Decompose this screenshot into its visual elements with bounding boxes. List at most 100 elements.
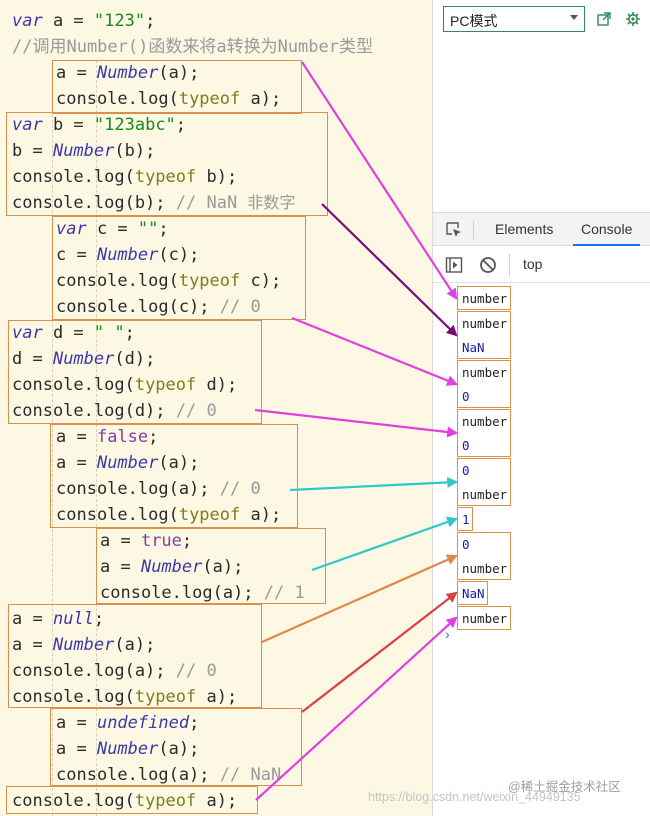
code-token: // 0 — [219, 297, 261, 317]
code-line: console.log(a); // 0 — [56, 476, 261, 502]
code-block-box — [50, 424, 298, 528]
code-token: a = — [56, 739, 97, 759]
popout-icon[interactable] — [596, 11, 612, 27]
inspect-element-icon[interactable] — [445, 221, 463, 239]
code-token: ; — [148, 427, 159, 447]
mode-select[interactable]: PC模式 — [443, 6, 585, 32]
code-line: console.log(typeof a); — [56, 502, 281, 528]
code-token: " " — [93, 323, 125, 343]
code-token: //调用Number()函数来将a转换为Number类型 — [12, 37, 373, 57]
console-log-value: number — [462, 611, 508, 626]
code-token: null — [52, 609, 94, 629]
console-log-group: NaN — [457, 581, 488, 605]
code-token: typeof — [178, 271, 241, 291]
code-token: typeof — [178, 89, 241, 109]
code-token: typeof — [134, 375, 197, 395]
console-prompt[interactable]: › — [445, 626, 450, 642]
code-token: Number — [96, 739, 159, 759]
code-block-box — [96, 528, 326, 604]
code-token: console.log(b); — [12, 193, 176, 213]
code-line: //调用Number()函数来将a转换为Number类型 — [12, 34, 373, 60]
code-token: (a); — [202, 557, 244, 577]
code-token: "" — [137, 219, 159, 239]
code-line: console.log(typeof a); — [56, 86, 281, 112]
code-line: a = null; — [12, 606, 104, 632]
console-log-value: number — [462, 316, 508, 331]
code-token: "123" — [93, 11, 146, 31]
code-line: console.log(d); // 0 — [12, 398, 217, 424]
code-line: var b = "123abc"; — [12, 112, 186, 138]
code-token: typeof — [134, 791, 197, 811]
code-token: console.log( — [12, 375, 135, 395]
code-token: Number — [140, 557, 203, 577]
tab-console[interactable]: Console — [573, 213, 641, 246]
code-token: "123abc" — [93, 115, 176, 135]
code-token: (d); — [114, 349, 156, 369]
code-token: (b); — [114, 141, 156, 161]
watermark-2: @稀土掘金技术社区 — [508, 780, 621, 794]
code-token: a); — [240, 505, 282, 525]
code-block-box — [50, 708, 302, 786]
console-log-value: number — [462, 561, 508, 576]
code-token: var — [12, 323, 43, 343]
code-token: var — [12, 115, 43, 135]
code-token: a = — [12, 609, 53, 629]
code-line: a = Number(a); — [12, 632, 155, 658]
code-line: a = true; — [100, 528, 192, 554]
code-token: false — [96, 427, 149, 447]
mode-bar: PC模式 — [433, 0, 650, 190]
clear-console-icon[interactable] — [479, 256, 497, 274]
code-token: Number — [52, 635, 115, 655]
code-token: console.log(a); — [56, 765, 220, 785]
code-line: b = Number(b); — [12, 138, 155, 164]
code-token: console.log( — [12, 687, 135, 707]
code-line: a = Number(a); — [56, 60, 199, 86]
code-token: true — [140, 531, 182, 551]
console-log-value: 0 — [462, 389, 470, 404]
code-token: console.log( — [12, 791, 135, 811]
code-token: var — [56, 219, 87, 239]
code-line: console.log(typeof d); — [12, 372, 237, 398]
tab-elements[interactable]: Elements — [495, 221, 554, 237]
code-token: // NaN — [175, 193, 248, 213]
code-line: var c = ""; — [56, 216, 169, 242]
code-line: console.log(typeof a); — [12, 684, 237, 710]
sidebar-toggle-icon[interactable] — [445, 256, 463, 274]
code-line: console.log(a); // 0 — [12, 658, 217, 684]
code-token: d = — [42, 323, 94, 343]
code-editor[interactable]: var a = "123"; //调用Number()函数来将a转换为Number… — [0, 0, 432, 816]
console-log-group: number — [457, 606, 511, 630]
code-token: Number — [52, 349, 115, 369]
code-token: ; — [124, 323, 135, 343]
code-token: a = — [12, 635, 53, 655]
code-token: console.log( — [56, 505, 179, 525]
code-token: a = — [100, 557, 141, 577]
code-block-box — [8, 604, 262, 708]
code-token: // 0 — [219, 479, 261, 499]
code-token: undefined — [96, 713, 190, 733]
console-log-value: 1 — [462, 512, 470, 527]
code-token: console.log(a); — [12, 661, 176, 681]
console-log-value: NaN — [462, 340, 485, 355]
gear-icon[interactable] — [625, 11, 641, 27]
code-token: a = — [42, 11, 94, 31]
code-line: console.log(b); // NaN 非数字 — [12, 190, 295, 216]
console-log-value: number — [462, 291, 508, 306]
console-log-value: NaN — [462, 586, 485, 601]
tab-divider — [473, 221, 474, 239]
code-line: a = Number(a); — [100, 554, 243, 580]
code-token: a = — [56, 453, 97, 473]
code-token: Number — [96, 63, 159, 83]
code-token: b = — [12, 141, 53, 161]
console-log-value: number — [462, 487, 508, 502]
mode-select-value: PC模式 — [450, 13, 498, 29]
code-token: d); — [196, 375, 238, 395]
context-selector[interactable]: top — [523, 256, 543, 272]
code-line: var a = "123"; — [12, 8, 155, 34]
code-token: a = — [56, 713, 97, 733]
console-log-value: number — [462, 365, 508, 380]
